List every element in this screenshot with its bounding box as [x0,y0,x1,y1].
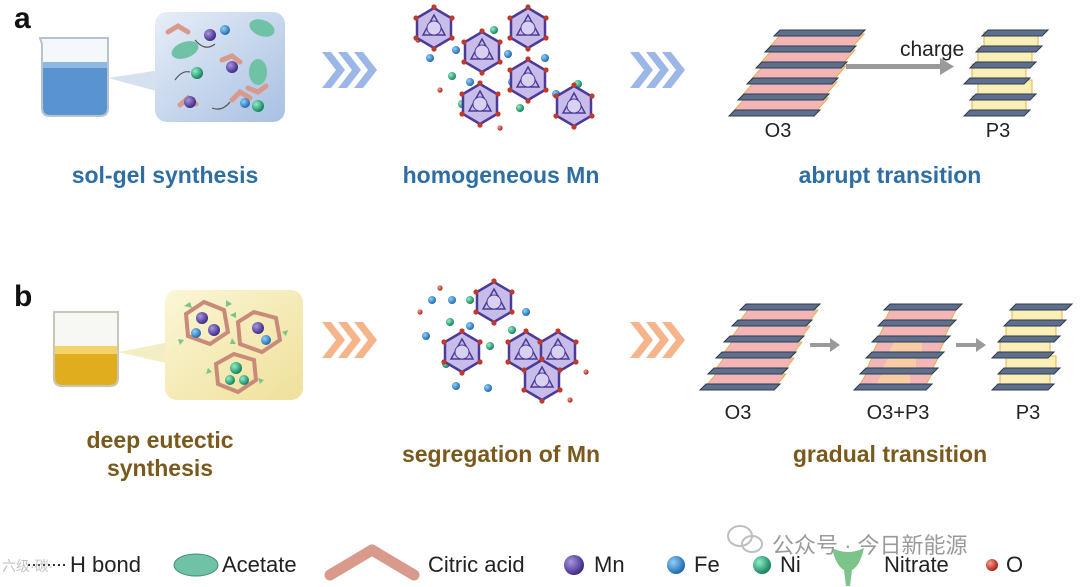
phase-o3p3-b: O3+P3 [866,402,930,424]
beaker-yellow-icon [53,311,119,387]
chevron-arrow-a1-icon [322,52,377,88]
eutectic-box [165,290,303,400]
panel-letter-a: a [14,2,31,35]
charge-label: charge [900,38,965,61]
legend-symbols [28,544,998,586]
watermark-corner: 六级·碳· [2,558,54,574]
caption-homogeneous: homogeneous Mn [402,162,600,188]
panel-letter-b: b [14,280,33,313]
callout-pointer-b [118,342,170,364]
beaker-blue-icon [38,37,109,117]
legend-mn: Mn [594,552,625,577]
caption-deep-eutectic-line1: deep eutectic [86,427,234,453]
legend-citric-acid: Citric acid [428,552,525,577]
caption-deep-eutectic: deep eutectic synthesis [40,426,280,482]
charge-arrow-icon [846,58,954,75]
o3-stack-b [698,303,822,391]
phase-o3-a: O3 [764,120,792,142]
solgel-molecules [165,19,275,112]
legend-nitrate: Nitrate [884,552,949,577]
lattice-segregated [417,277,589,405]
legend-acetate: Acetate [222,552,297,577]
solgel-box [155,12,285,122]
wechat-icon [727,525,763,553]
caption-deep-eutectic-line2: synthesis [106,455,214,481]
caption-segregation: segregation of Mn [401,441,601,467]
legend-o: O [1006,552,1024,577]
phase-p3-a: P3 [985,120,1011,142]
caption-abrupt: abrupt transition [798,162,982,188]
legend-ni: Ni [780,552,801,577]
watermark-text: 公众号 · 今日新能源 [772,533,968,558]
caption-solgel: sol-gel synthesis [71,162,259,188]
legend-h-bond: H bond [70,552,141,577]
phase-o3-b: O3 [724,402,752,424]
p3-stack-b [990,303,1074,391]
o3p3-stack [852,303,964,391]
lattice-homogeneous [412,3,596,131]
chevron-arrow-a2-icon [630,52,685,88]
eutectic-molecules [178,299,288,395]
p3-stack-a [962,29,1050,117]
arrow-right-icon [810,338,840,352]
caption-gradual: gradual transition [792,441,988,467]
chevron-arrow-b1-icon [322,322,377,358]
phase-p3-b: P3 [1015,402,1041,424]
legend-fe: Fe [694,552,720,577]
o3-stack-a [727,29,867,117]
callout-pointer [108,70,160,92]
arrow-right-icon-2 [956,338,986,352]
chevron-arrow-b2-icon [630,322,685,358]
